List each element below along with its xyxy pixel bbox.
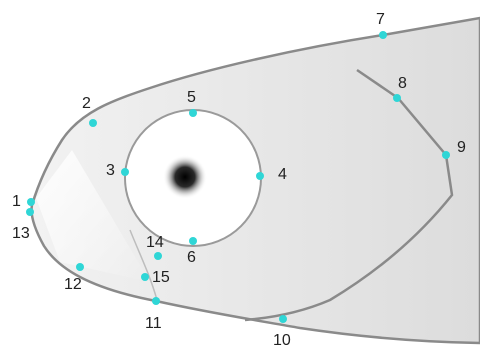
landmark-point-10 xyxy=(279,315,287,323)
landmark-label-7: 7 xyxy=(376,11,385,28)
landmark-label-2: 2 xyxy=(82,95,91,112)
landmark-point-11 xyxy=(152,297,160,305)
landmark-label-10: 10 xyxy=(273,332,291,349)
landmark-point-4 xyxy=(256,172,264,180)
landmark-point-15 xyxy=(141,273,149,281)
pupil xyxy=(163,155,207,199)
landmark-point-6 xyxy=(189,237,197,245)
landmark-point-8 xyxy=(393,94,401,102)
landmark-label-15: 15 xyxy=(152,269,170,286)
landmark-label-9: 9 xyxy=(457,139,466,156)
landmark-point-12 xyxy=(76,263,84,271)
landmark-point-1 xyxy=(27,198,35,206)
landmark-label-3: 3 xyxy=(106,162,115,179)
landmark-point-2 xyxy=(89,119,97,127)
landmark-label-5: 5 xyxy=(187,89,196,106)
landmark-label-1: 1 xyxy=(12,193,21,210)
landmark-label-11: 11 xyxy=(145,315,162,332)
landmark-label-12: 12 xyxy=(64,276,82,293)
landmark-label-6: 6 xyxy=(187,249,196,266)
landmark-label-4: 4 xyxy=(278,166,287,183)
landmark-point-14 xyxy=(154,252,162,260)
landmark-label-14: 14 xyxy=(146,234,164,251)
landmark-point-5 xyxy=(189,109,197,117)
landmark-label-8: 8 xyxy=(398,75,407,92)
landmark-point-3 xyxy=(121,168,129,176)
landmark-label-13: 13 xyxy=(12,225,30,242)
landmark-point-7 xyxy=(379,31,387,39)
landmark-point-13 xyxy=(26,208,34,216)
landmark-point-9 xyxy=(442,151,450,159)
